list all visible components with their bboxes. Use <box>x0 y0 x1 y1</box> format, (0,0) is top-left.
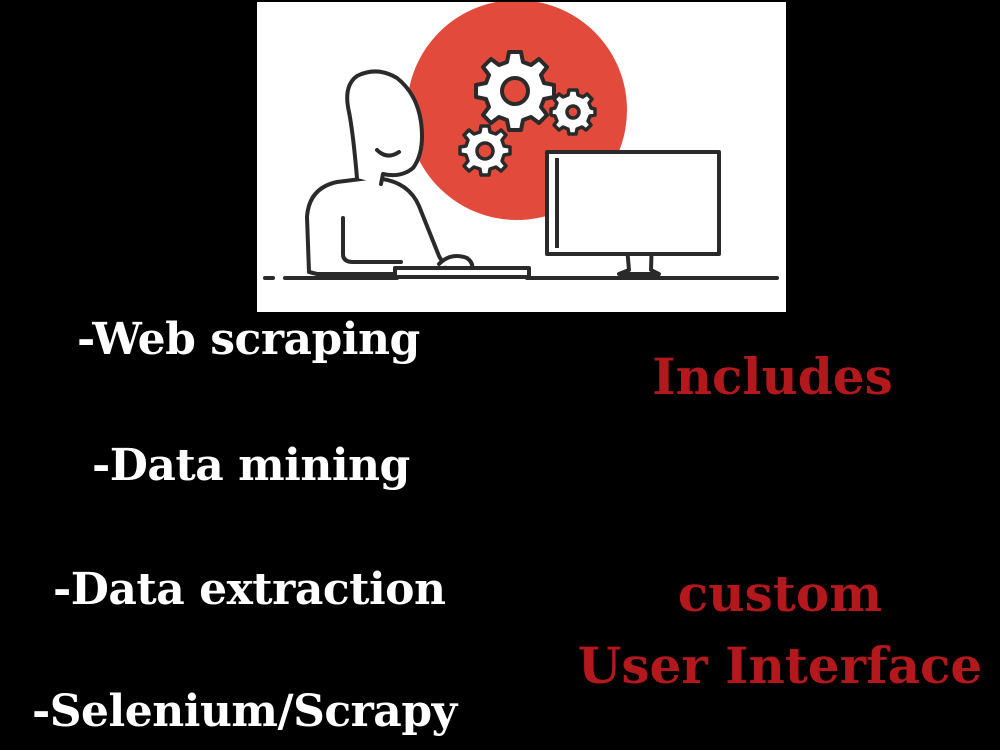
service-web-scraping: -Web scraping <box>77 314 420 365</box>
service-data-extraction: -Data extraction <box>53 564 446 615</box>
user-interface-heading: User Interface <box>577 636 983 695</box>
small-gear-icon <box>549 88 597 136</box>
person-at-computer-icon <box>263 2 779 280</box>
keyboard-icon <box>393 266 531 279</box>
custom-heading: custom <box>677 564 883 623</box>
service-data-mining: -Data mining <box>92 440 410 491</box>
monitor-icon <box>545 150 721 276</box>
service-selenium-scrapy: -Selenium/Scrapy <box>32 686 457 737</box>
includes-heading: Includes <box>652 347 893 406</box>
small-gear-icon-2 <box>458 124 512 177</box>
hero-illustration <box>257 2 786 312</box>
gear-icon <box>474 50 556 132</box>
